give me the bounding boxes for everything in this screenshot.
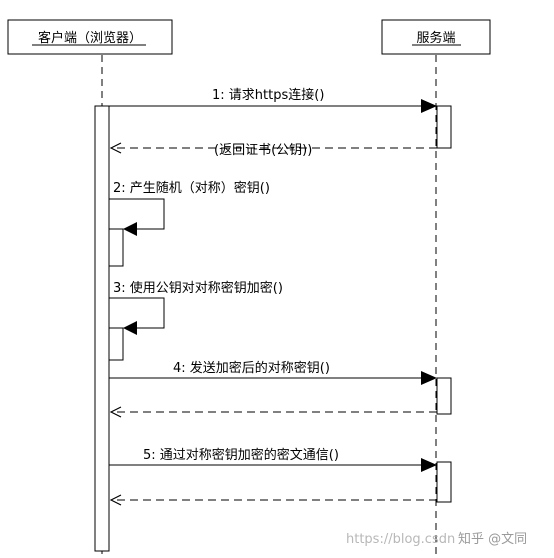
- message-2-activation: [108, 228, 124, 267]
- zhihu-watermark: 知乎 @文同: [458, 531, 527, 547]
- message-2-label: 2: 产生随机（对称）密钥(): [113, 180, 270, 196]
- message-2-arrowhead: [123, 222, 137, 236]
- return-1-label: (返回证书(公钥)): [214, 143, 312, 158]
- server-activation-bar-1: [436, 105, 452, 149]
- participant-client: 客户端（浏览器）: [7, 19, 173, 55]
- participant-client-label: 客户端（浏览器）: [38, 30, 142, 46]
- server-activation-bar-2: [436, 377, 452, 415]
- message-2-loop: [109, 198, 165, 230]
- participant-server-label: 服务端: [416, 30, 455, 46]
- participant-server: 服务端: [381, 19, 491, 55]
- message-3-label: 3: 使用公钥对对称密钥加密(): [113, 280, 283, 296]
- message-5-label: 5: 通过对称密钥加密的密文通信(): [143, 447, 339, 463]
- blog-watermark: https://blog.csdn: [346, 532, 455, 547]
- message-5-arrowhead: [421, 458, 437, 472]
- message-3-arrowhead: [123, 321, 137, 335]
- message-3-activation: [108, 327, 124, 361]
- message-4-arrowhead: [421, 371, 437, 385]
- message-1-label: 1: 请求https连接(): [212, 87, 324, 103]
- client-activation-bar: [94, 105, 110, 552]
- message-3-loop: [109, 297, 165, 329]
- message-1-arrowhead: [421, 99, 437, 113]
- server-activation-bar-3: [436, 461, 452, 503]
- message-4-label: 4: 发送加密后的对称密钥(): [173, 360, 330, 376]
